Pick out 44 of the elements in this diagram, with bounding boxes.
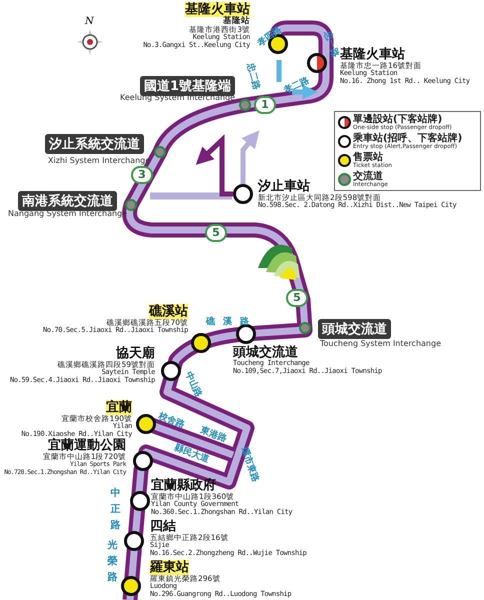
stop-name: 宜蘭運動公園 bbox=[48, 438, 126, 453]
interchange-label: 國道1號基隆端 bbox=[140, 76, 236, 96]
stop-circle bbox=[233, 184, 253, 204]
stop-circle bbox=[136, 414, 156, 434]
road-label: 忠二路 bbox=[244, 62, 262, 92]
road-label: 光榮路 bbox=[107, 538, 118, 585]
road-label: 中山路 bbox=[182, 370, 204, 400]
stop-circle bbox=[161, 361, 181, 381]
road-label: 中正路 bbox=[110, 486, 121, 533]
stop-name: 基隆火車站 bbox=[185, 2, 250, 17]
road-label: 環市東路 bbox=[238, 445, 262, 484]
address-text: 基隆站 bbox=[223, 16, 250, 26]
interchange-label: 汐止系統交流道 bbox=[45, 134, 144, 154]
highway-shield: 5 bbox=[205, 224, 227, 242]
stop-name: 羅東站 bbox=[150, 560, 189, 575]
arrow bbox=[240, 130, 260, 184]
stop-name: 頭城交流道 bbox=[233, 345, 298, 360]
road-label: 校舍路 bbox=[156, 410, 186, 432]
road-label: 孝二路 bbox=[282, 74, 312, 98]
stop-circle bbox=[307, 53, 327, 73]
road-label: 孝四路 bbox=[254, 24, 284, 50]
stop-name: 宜蘭縣政府 bbox=[151, 478, 216, 493]
stop-circle bbox=[133, 451, 153, 471]
stop-circle bbox=[236, 324, 256, 344]
highway-shield: 3 bbox=[131, 166, 153, 184]
stop-name: 四結 bbox=[150, 519, 176, 534]
interchange-label: 頭城交流道 bbox=[318, 319, 391, 339]
stop-circle bbox=[121, 576, 141, 596]
stop-circle bbox=[191, 333, 211, 353]
arrow bbox=[196, 134, 233, 196]
stop-name: 協天廟 bbox=[116, 346, 155, 361]
highway-shield: 5 bbox=[286, 289, 308, 307]
interchange-label: 南港系統交流道 bbox=[18, 191, 117, 211]
stop-name: 基隆火車站 bbox=[340, 47, 405, 62]
stop-name: 汐止車站 bbox=[258, 179, 310, 194]
highway-shield: 1 bbox=[254, 96, 276, 114]
stop-circle bbox=[124, 531, 144, 551]
road-label: 礁溪路 bbox=[206, 316, 257, 328]
stop-circle bbox=[130, 491, 150, 511]
north-label: N bbox=[85, 16, 94, 27]
stop-name: 宜蘭 bbox=[106, 400, 132, 415]
interchange-caption: Toucheng System Interchange bbox=[320, 339, 441, 348]
stop-name: 礁溪站 bbox=[149, 304, 188, 319]
road-label: 忠一路 bbox=[320, 30, 340, 60]
